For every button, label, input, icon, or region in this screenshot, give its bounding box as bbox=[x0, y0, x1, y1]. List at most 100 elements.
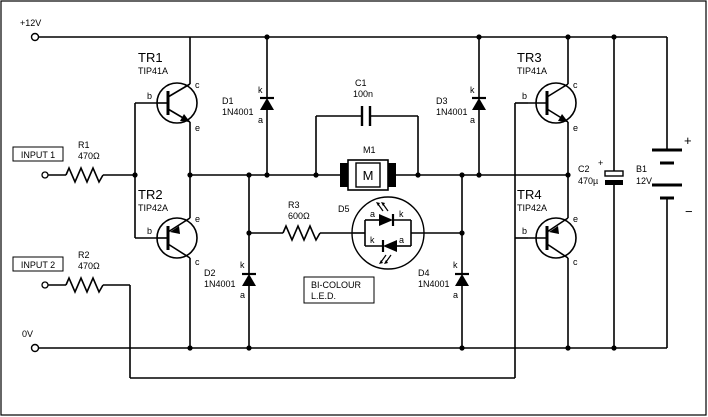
tr3-ref: TR3 bbox=[517, 50, 542, 65]
d2-part: 1N4001 bbox=[204, 279, 236, 289]
input1-terminal bbox=[41, 171, 49, 179]
d2-ref: D2 bbox=[204, 268, 216, 278]
r3-ref: R3 bbox=[288, 200, 300, 210]
r1-value: 470Ω bbox=[78, 151, 100, 161]
resistor-r2 bbox=[48, 238, 516, 379]
vplus-terminal bbox=[30, 32, 40, 42]
junction-dot bbox=[246, 172, 252, 178]
d5-pin-k-bottom: k bbox=[370, 235, 375, 245]
transistor-tr4 bbox=[528, 217, 577, 348]
tr4-part: TIP42A bbox=[517, 203, 547, 213]
c1-value: 100n bbox=[353, 89, 373, 99]
tr2-ref: TR2 bbox=[138, 187, 163, 202]
tr3-part: TIP41A bbox=[517, 66, 547, 76]
led-label-line1: BI-COLOUR bbox=[311, 280, 362, 290]
input2-box bbox=[12, 256, 64, 272]
led-label-line2: L.E.D. bbox=[311, 291, 336, 301]
diode-d3 bbox=[472, 37, 486, 175]
d2-pin-k: k bbox=[240, 260, 245, 270]
base-bus-right bbox=[514, 102, 528, 239]
transistor-tr1 bbox=[156, 37, 198, 218]
tr1-ref: TR1 bbox=[138, 50, 163, 65]
ground-terminal bbox=[30, 343, 40, 353]
tr2-pin-c: c bbox=[195, 257, 200, 267]
d4-ref: D4 bbox=[418, 268, 430, 278]
d3-part: 1N4001 bbox=[436, 107, 468, 117]
input2-terminal bbox=[41, 281, 49, 289]
motor-m1 bbox=[340, 159, 396, 191]
d4-pin-a: a bbox=[453, 290, 458, 300]
led-label-box bbox=[303, 276, 375, 304]
r2-ref: R2 bbox=[78, 250, 90, 260]
d5-pin-a-bottom: a bbox=[399, 235, 404, 245]
d4-part: 1N4001 bbox=[418, 279, 450, 289]
capacitor-c1 bbox=[315, 106, 419, 175]
d4-pin-k: k bbox=[453, 260, 458, 270]
diode-d4 bbox=[455, 175, 469, 348]
input1-label: INPUT 1 bbox=[21, 150, 55, 160]
battery-value: 12V bbox=[636, 176, 652, 186]
d1-pin-k: k bbox=[258, 85, 263, 95]
battery-minus: − bbox=[685, 204, 693, 219]
battery-b1 bbox=[652, 148, 682, 205]
tr1-pin-b: b bbox=[147, 91, 152, 101]
d5-pin-a-top: a bbox=[370, 209, 375, 219]
d5-ref: D5 bbox=[338, 204, 350, 214]
c1-ref: C1 bbox=[355, 78, 367, 88]
tr3-pin-e: e bbox=[573, 123, 578, 133]
motor-ref: M1 bbox=[363, 145, 376, 155]
resistor-r1 bbox=[48, 165, 135, 185]
d2-pin-a: a bbox=[240, 290, 245, 300]
d3-pin-k: k bbox=[470, 85, 475, 95]
junction-dot bbox=[476, 34, 482, 40]
junction-dot bbox=[476, 172, 482, 178]
resistor-r3 bbox=[249, 223, 352, 243]
junction-dot bbox=[264, 172, 270, 178]
d5-pin-k-top: k bbox=[399, 209, 404, 219]
motor-symbol: M bbox=[363, 168, 374, 183]
junction-dot bbox=[459, 345, 465, 351]
c2-value: 470µ bbox=[578, 176, 598, 186]
tr4-ref: TR4 bbox=[517, 187, 542, 202]
tr2-pin-e: e bbox=[195, 214, 200, 224]
diode-d1 bbox=[260, 37, 274, 175]
junction-dot bbox=[187, 345, 193, 351]
junction-dot bbox=[187, 172, 193, 178]
ground-label: 0V bbox=[22, 329, 33, 339]
capacitor-c2 bbox=[604, 37, 624, 348]
junction-dot bbox=[132, 172, 138, 178]
tr1-part: TIP41A bbox=[138, 66, 168, 76]
r2-value: 470Ω bbox=[78, 261, 100, 271]
input1-box bbox=[12, 146, 64, 162]
r3-value: 600Ω bbox=[288, 211, 310, 221]
junction-dot bbox=[565, 34, 571, 40]
r1-ref: R1 bbox=[78, 140, 90, 150]
junction-dot bbox=[246, 345, 252, 351]
tr4-pin-c: c bbox=[573, 257, 578, 267]
bicolour-led-d5 bbox=[351, 196, 462, 270]
base-bus-left bbox=[134, 102, 157, 239]
d1-part: 1N4001 bbox=[222, 107, 254, 117]
d3-pin-a: a bbox=[470, 115, 475, 125]
junction-dot bbox=[459, 172, 465, 178]
junction-dot bbox=[565, 345, 571, 351]
junction-dot bbox=[313, 172, 319, 178]
junction-dot bbox=[565, 172, 571, 178]
d1-ref: D1 bbox=[222, 96, 234, 106]
tr1-pin-c: c bbox=[195, 80, 200, 90]
d1-pin-a: a bbox=[258, 115, 263, 125]
input2-label: INPUT 2 bbox=[21, 260, 55, 270]
battery-plus: + bbox=[684, 133, 692, 148]
tr4-pin-e: e bbox=[573, 214, 578, 224]
tr3-pin-b: b bbox=[522, 91, 527, 101]
transistor-tr3 bbox=[528, 37, 577, 218]
vplus-label: +12V bbox=[20, 18, 41, 28]
tr2-pin-b: b bbox=[147, 226, 152, 236]
d3-ref: D3 bbox=[436, 96, 448, 106]
c2-ref: C2 bbox=[578, 164, 590, 174]
c2-plus: + bbox=[598, 158, 603, 168]
battery-ref: B1 bbox=[636, 164, 647, 174]
tr2-part: TIP42A bbox=[138, 203, 168, 213]
